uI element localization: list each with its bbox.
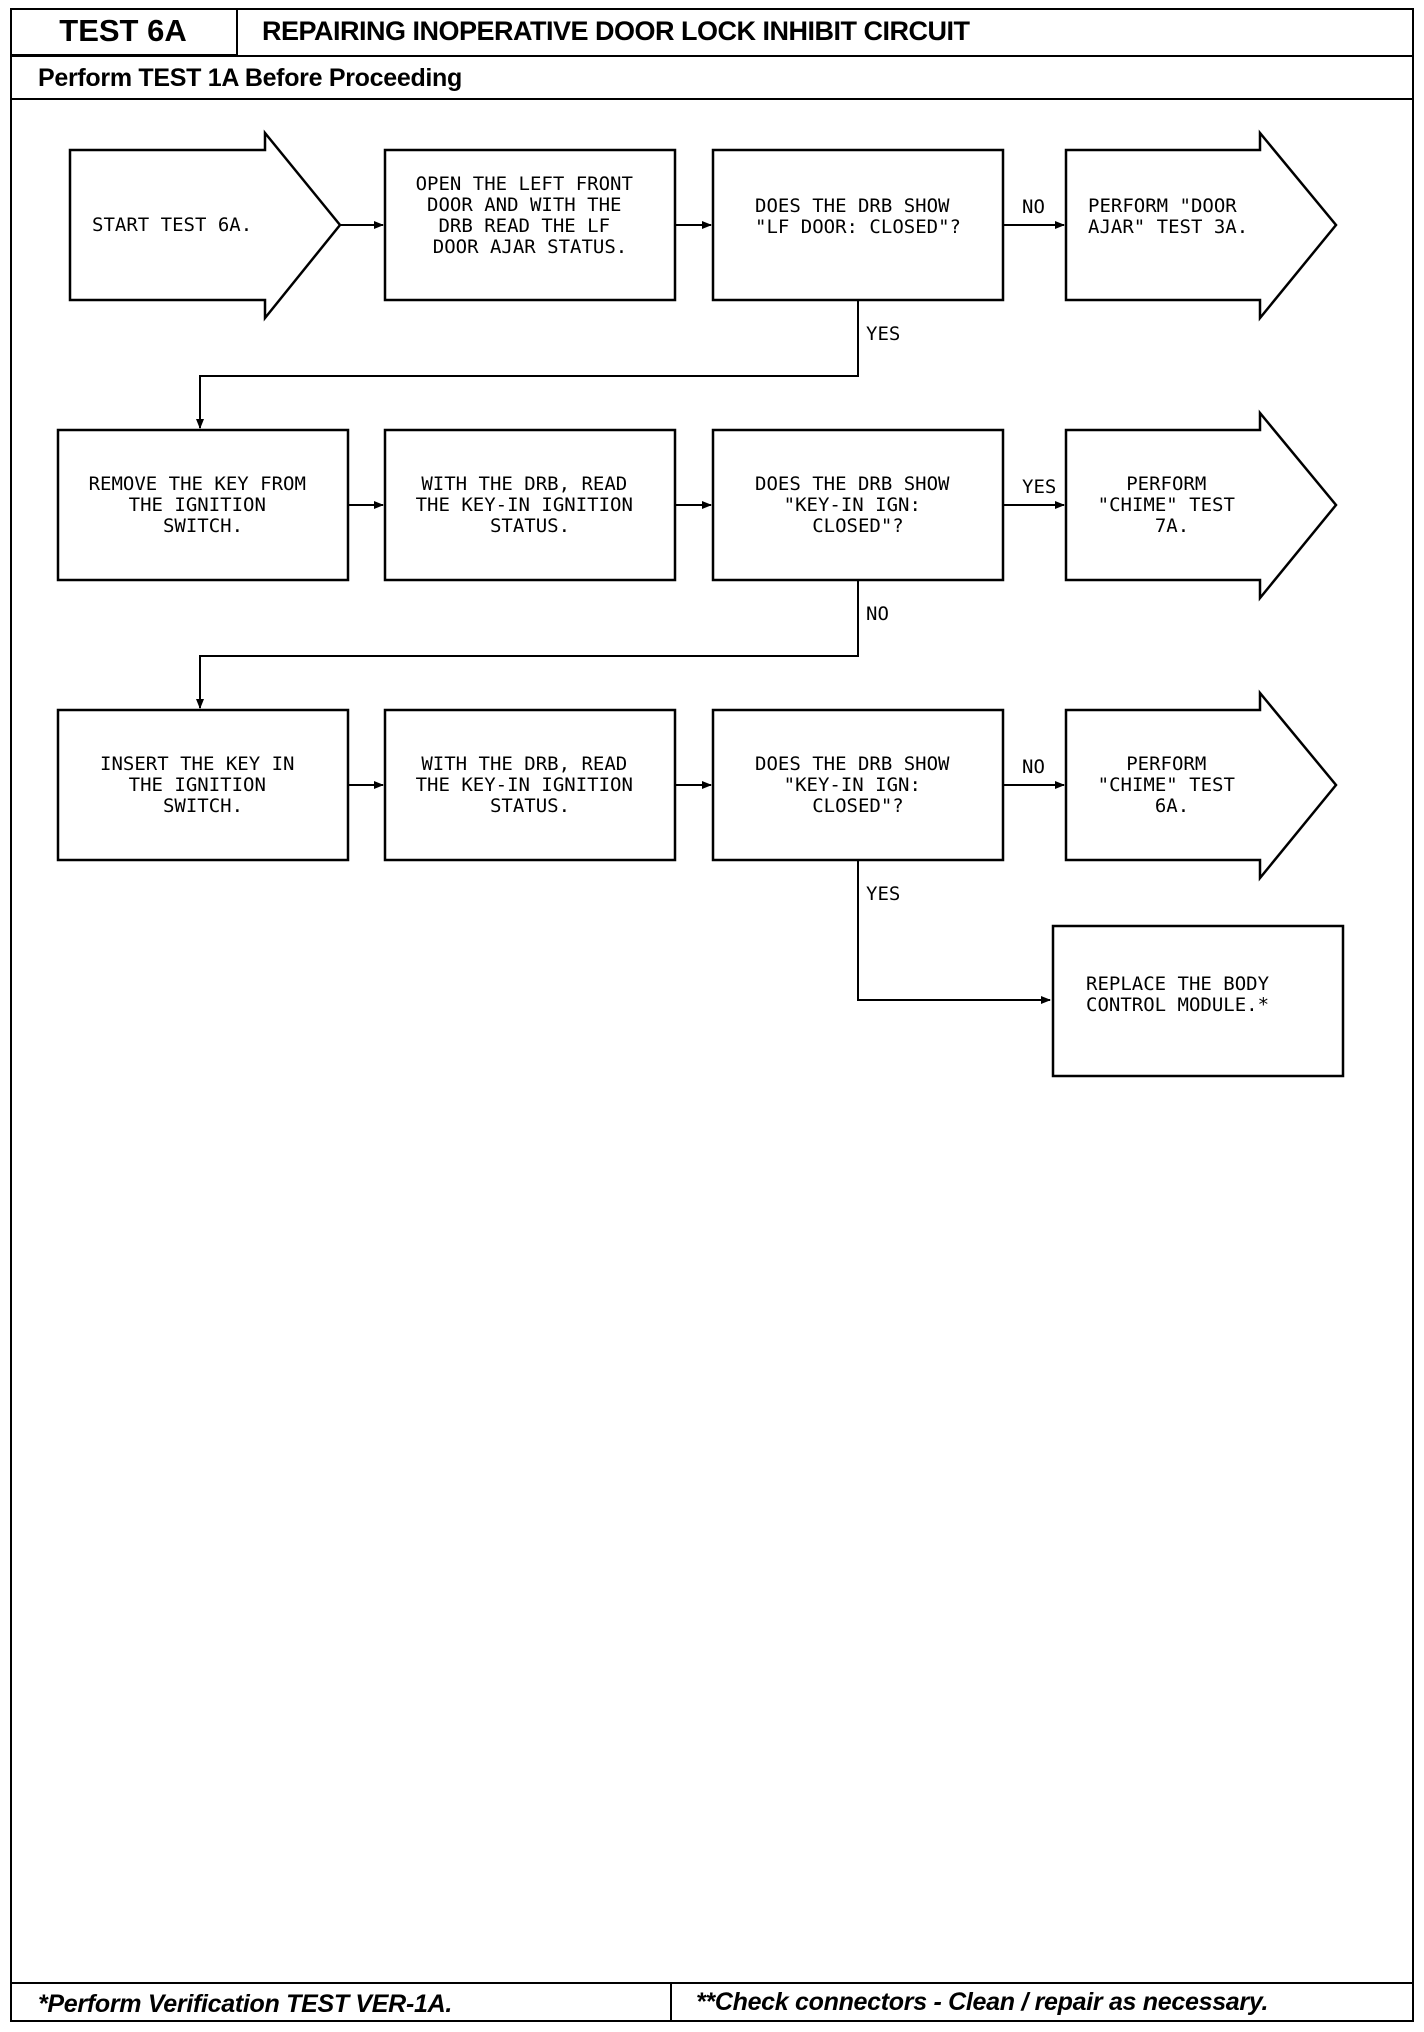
chime-6a-line: "CHIME" TEST <box>1098 774 1235 796</box>
start-label: START TEST 6A. <box>92 214 252 236</box>
header-divider-bottom <box>10 98 1414 100</box>
q-lf-door-line: DOES THE DRB SHOW <box>755 195 950 217</box>
q-key-1-line: "KEY-IN IGN: <box>784 494 921 516</box>
remove-key-line: SWITCH. <box>163 515 243 537</box>
footer-note-right: **Check connectors - Clean / repair as n… <box>696 1988 1269 2016</box>
chime-6a-arrow-shape: PERFORM "CHIME" TEST 6A. <box>1064 689 1338 882</box>
svg-text:OPEN THE LEFT FRONT DOOR: OPEN THE LEFT FRONT DOOR AND WITH THE DR… <box>416 173 645 258</box>
read-key-1-line: THE KEY-IN IGNITION <box>416 494 633 516</box>
insert-key-line: INSERT THE KEY IN <box>100 753 294 775</box>
page-title: REPAIRING INOPERATIVE DOOR LOCK INHIBIT … <box>262 16 970 46</box>
chime-7a-line: 7A. <box>1155 515 1189 537</box>
read-key-2-line: STATUS. <box>490 795 570 817</box>
svg-text:INSERT THE KEY IN THE IG: INSERT THE KEY IN THE IGNITION SWITCH. <box>100 753 306 817</box>
remove-key-line: REMOVE THE KEY FROM <box>89 473 306 495</box>
footer-note-left: *Perform Verification TEST VER-1A. <box>38 1990 452 2018</box>
chime-6a-line: PERFORM <box>1126 753 1206 775</box>
connector <box>857 860 1051 1004</box>
q-key-2-line: CLOSED"? <box>812 795 904 817</box>
read-key-box-2: WITH THE DRB, READ THE KEY-IN IGNITION S… <box>383 708 677 862</box>
insert-key-box: INSERT THE KEY IN THE IGNITION SWITCH. <box>56 708 350 862</box>
svg-text:DOES THE DRB SHOW "KEY-I: DOES THE DRB SHOW "KEY-IN IGN: CLOSED"? <box>755 473 961 537</box>
q-key-box-2: DOES THE DRB SHOW "KEY-IN IGN: CLOSED"? <box>711 708 1005 862</box>
svg-text:DOES THE DRB SHOW "LF DO: DOES THE DRB SHOW "LF DOOR: CLOSED"? <box>755 195 961 238</box>
footer-divider <box>10 1982 1414 1984</box>
header-divider <box>10 55 1414 57</box>
open-door-line: DRB READ THE LF <box>438 215 610 237</box>
connector <box>196 300 859 429</box>
no-label: NO <box>1022 196 1045 218</box>
page-frame <box>10 8 1414 2022</box>
q-lf-door-box: DOES THE DRB SHOW "LF DOOR: CLOSED"? <box>711 148 1005 302</box>
no-label: NO <box>1022 756 1045 778</box>
open-door-line: DOOR AJAR STATUS. <box>433 236 627 258</box>
q-key-2-line: "KEY-IN IGN: <box>784 774 921 796</box>
svg-text:REPLACE THE BODY CONTROL: REPLACE THE BODY CONTROL MODULE.* <box>1086 973 1280 1016</box>
chime-7a-line: "CHIME" TEST <box>1098 494 1235 516</box>
q-key-1-line: CLOSED"? <box>812 515 904 537</box>
open-door-line: DOOR AND WITH THE <box>427 194 621 216</box>
footer-separator <box>670 1982 672 2022</box>
replace-bcm-box: REPLACE THE BODY CONTROL MODULE.* <box>1051 924 1345 1078</box>
yes-label: YES <box>866 323 900 345</box>
replace-bcm-line: REPLACE THE BODY <box>1086 973 1270 995</box>
chime-6a-line: 6A. <box>1155 795 1189 817</box>
page-subtitle: Perform TEST 1A Before Proceeding <box>38 64 462 92</box>
chime-7a-line: PERFORM <box>1126 473 1206 495</box>
open-door-box: OPEN THE LEFT FRONT DOOR AND WITH THE DR… <box>383 148 677 302</box>
svg-text:PERFORM "CHIME" TEST: PERFORM "CHIME" TEST 6A. <box>1098 753 1247 817</box>
svg-text:PERFORM "DOOR AJAR" TEST: PERFORM "DOOR AJAR" TEST 3A. <box>1088 195 1248 238</box>
q-key-2-line: DOES THE DRB SHOW <box>755 753 950 775</box>
yes-label: YES <box>866 883 900 905</box>
open-door-line: OPEN THE LEFT FRONT <box>416 173 633 195</box>
svg-text:WITH THE DRB, READ THE K: WITH THE DRB, READ THE KEY-IN IGNITION S… <box>416 473 645 537</box>
no-label: NO <box>866 603 889 625</box>
read-key-2-line: WITH THE DRB, READ <box>421 753 627 775</box>
q-lf-door-line: "LF DOOR: CLOSED"? <box>755 216 961 238</box>
door-ajar-line: AJAR" TEST 3A. <box>1088 216 1248 238</box>
svg-text:REMOVE THE KEY FROM THE: REMOVE THE KEY FROM THE IGNITION SWITCH. <box>89 473 318 537</box>
q-key-1-line: DOES THE DRB SHOW <box>755 473 950 495</box>
read-key-box-1: WITH THE DRB, READ THE KEY-IN IGNITION S… <box>383 428 677 582</box>
start-arrow-shape <box>68 129 342 322</box>
replace-bcm-line: CONTROL MODULE.* <box>1086 994 1269 1016</box>
door-ajar-arrow-shape: PERFORM "DOOR AJAR" TEST 3A. <box>1064 129 1338 322</box>
insert-key-line: SWITCH. <box>163 795 243 817</box>
read-key-1-line: STATUS. <box>490 515 570 537</box>
remove-key-line: THE IGNITION <box>129 494 266 516</box>
svg-text:DOES THE DRB SHOW "KEY-I: DOES THE DRB SHOW "KEY-IN IGN: CLOSED"? <box>755 753 961 817</box>
door-ajar-line: PERFORM "DOOR <box>1088 195 1237 217</box>
yes-label: YES <box>1022 476 1056 498</box>
svg-text:PERFORM "CHIME" TEST: PERFORM "CHIME" TEST 7A. <box>1098 473 1247 537</box>
connector <box>196 580 859 709</box>
read-key-2-line: THE KEY-IN IGNITION <box>416 774 633 796</box>
chime-7a-arrow-shape: PERFORM "CHIME" TEST 7A. <box>1064 409 1338 602</box>
svg-text:WITH THE DRB, READ THE K: WITH THE DRB, READ THE KEY-IN IGNITION S… <box>416 753 645 817</box>
read-key-1-line: WITH THE DRB, READ <box>421 473 627 495</box>
q-key-box-1: DOES THE DRB SHOW "KEY-IN IGN: CLOSED"? <box>711 428 1005 582</box>
insert-key-line: THE IGNITION <box>129 774 266 796</box>
remove-key-box: REMOVE THE KEY FROM THE IGNITION SWITCH. <box>56 428 350 582</box>
